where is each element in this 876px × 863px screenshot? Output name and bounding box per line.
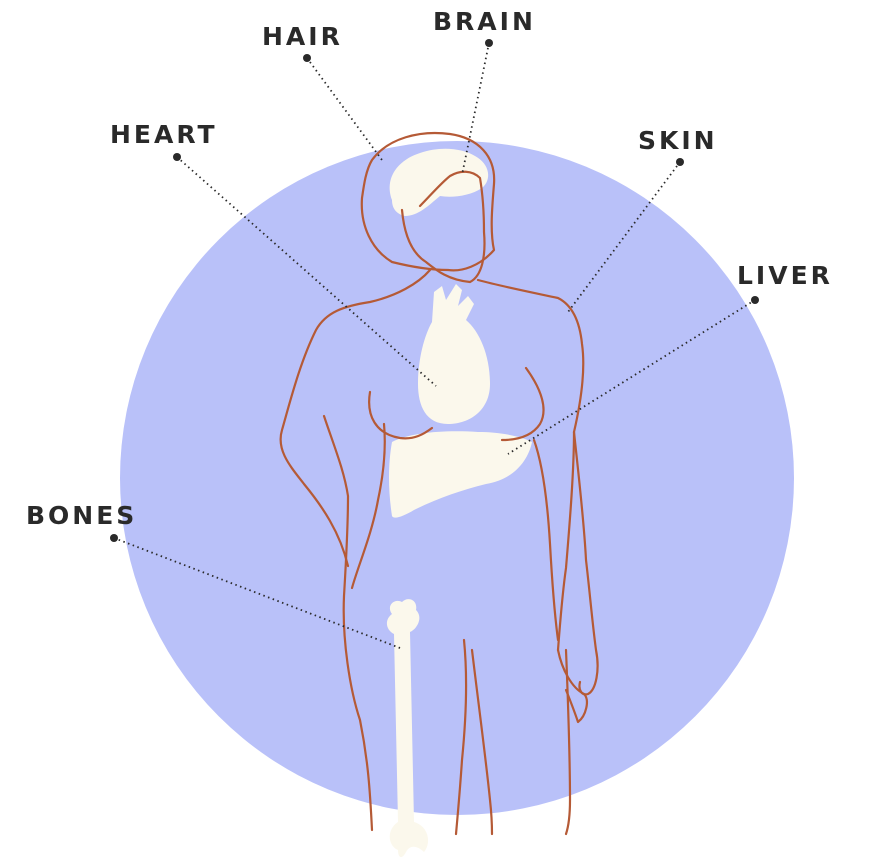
- label-skin: SKIN: [638, 128, 718, 153]
- label-heart: HEART: [110, 122, 218, 147]
- label-liver: LIVER: [737, 263, 833, 288]
- dot-brain: [485, 39, 493, 47]
- dot-heart: [173, 153, 181, 161]
- leader-hair: [307, 58, 382, 160]
- dot-hair: [303, 54, 311, 62]
- label-bones: BONES: [26, 503, 137, 528]
- label-brain: BRAIN: [433, 9, 536, 34]
- label-hair: HAIR: [262, 24, 343, 49]
- dot-skin: [676, 158, 684, 166]
- dot-bones: [110, 534, 118, 542]
- dot-liver: [751, 296, 759, 304]
